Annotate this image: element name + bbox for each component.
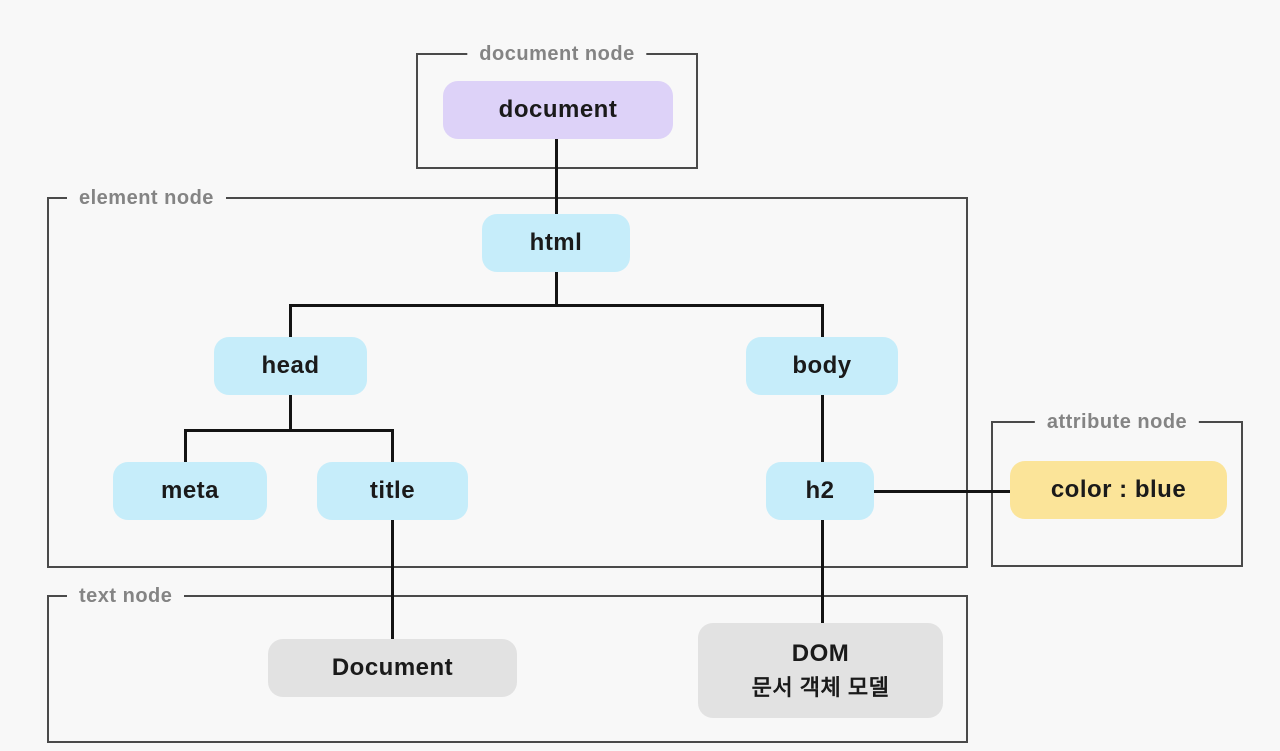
edge-html-split [289, 304, 824, 307]
edge-document-html [555, 139, 558, 215]
edge-html-head [289, 304, 292, 338]
edge-title-text-document [391, 520, 394, 640]
node-html-label: html [529, 229, 583, 256]
edge-head-split [184, 429, 394, 432]
node-text-dom-line1: DOM [791, 639, 850, 667]
edge-head-title [391, 429, 394, 463]
edge-body-h2 [821, 395, 824, 463]
edge-html-stem [555, 272, 558, 307]
element-node-group: element node [47, 185, 968, 568]
node-h2: h2 [766, 462, 874, 520]
node-h2-label: h2 [805, 477, 835, 504]
edge-head-meta [184, 429, 187, 463]
edge-h2-text-dom [821, 520, 824, 624]
attribute-node-group-label: attribute node [1034, 409, 1200, 435]
node-body: body [746, 337, 898, 395]
document-node-group-label: document node [467, 41, 647, 67]
node-document: document [443, 81, 673, 139]
node-meta-label: meta [160, 477, 220, 504]
edge-head-stem [289, 395, 292, 432]
text-node-group-label: text node [67, 583, 185, 609]
edge-h2-attribute [874, 490, 1010, 493]
node-attribute-color-blue: color : blue [1010, 461, 1227, 519]
node-title-label: title [369, 477, 416, 504]
node-text-document: Document [268, 639, 517, 697]
text-node-group: text node [47, 583, 968, 743]
node-text-dom-line2: 문서 객체 모델 [751, 674, 890, 700]
node-html: html [482, 214, 630, 272]
node-title: title [317, 462, 468, 520]
node-text-dom: DOM 문서 객체 모델 [698, 623, 943, 718]
element-node-group-label: element node [67, 185, 226, 211]
node-head-label: head [261, 352, 320, 379]
node-text-document-label: Document [331, 654, 454, 681]
node-meta: meta [113, 462, 267, 520]
node-document-label: document [498, 96, 618, 123]
node-body-label: body [792, 352, 852, 379]
edge-html-body [821, 304, 824, 338]
attribute-node-group: attribute node [991, 409, 1243, 567]
node-attribute-label: color : blue [1050, 476, 1187, 503]
node-head: head [214, 337, 367, 395]
